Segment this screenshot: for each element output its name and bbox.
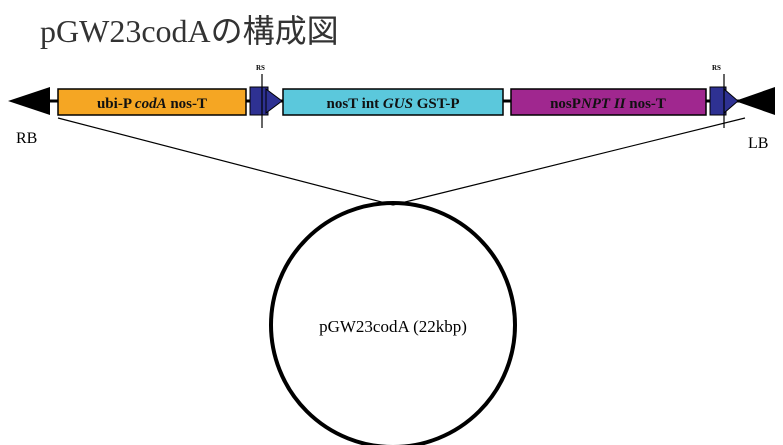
segment-label-part: GST-P [413,96,460,112]
segment-label-part: nos-T [167,96,207,112]
segment-nos-nptii-nos-label: nosPNPT II nos-T [550,96,666,112]
lb-arrowhead [735,87,775,115]
lb-label: LB [748,135,768,152]
rs-site-left [249,74,283,128]
segment-label-part: nosP [550,96,581,112]
rb-arrowhead [8,87,50,115]
rs-site-right [709,74,739,128]
segment-label-part: nos-T [626,96,666,112]
plasmid-circle [269,201,517,445]
segment-nos-gus-gst-label: nosT int GUS GST-P [327,96,460,112]
rs-label-right: RS [712,64,721,72]
rs-label-left: RS [256,64,265,72]
segment-nos-nptii-nos [510,88,707,116]
segment-ubi-codA-nos-label: ubi-P codA nos-T [97,96,207,112]
plasmid-label: pGW23codA (22kbp) [319,317,467,336]
segment-ubi-codA-nos [57,88,247,116]
diagram-title: pGW23codAの構成図 [40,13,339,49]
segment-label-part: codA [135,96,167,112]
segment-label-part: GUS [383,96,413,112]
expansion-line-left [57,117,394,206]
segment-nos-gus-gst [282,88,504,116]
segment-label-part: ubi-P [97,96,135,112]
segment-label-part: NPT II [580,96,627,112]
rb-label: RB [16,130,37,147]
expansion-line-right [392,117,746,206]
segment-label-part: nosT int [327,96,383,112]
